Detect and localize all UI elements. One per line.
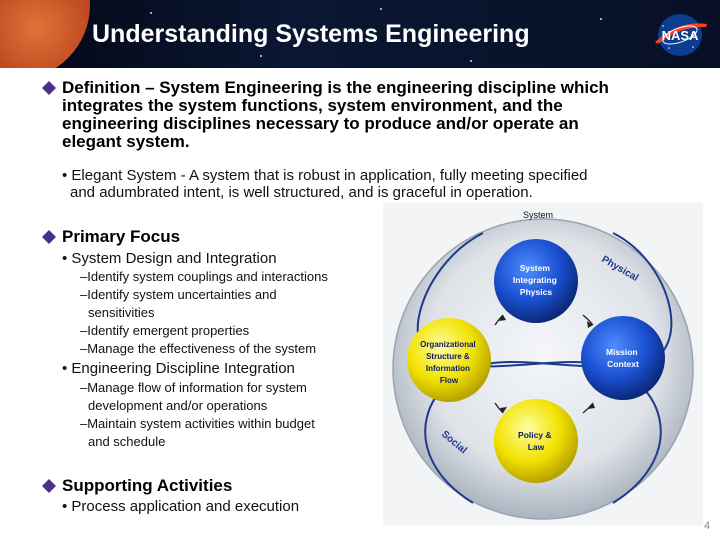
page-number: 4 — [704, 520, 711, 532]
policy-and-law-node — [494, 399, 578, 483]
definition-line: elegant system. — [62, 132, 190, 151]
slide-header: Understanding Systems Engineering NASA — [0, 0, 720, 68]
definition-line: Definition – System Engineering is the e… — [62, 78, 609, 97]
svg-text:Mission Context: Mission Context — [606, 347, 640, 369]
star — [150, 12, 152, 14]
nasa-logo: NASA — [655, 14, 707, 56]
system-integrating-physics-node — [494, 239, 578, 323]
star — [260, 55, 262, 57]
focus-subitem: –Identify emergent properties — [80, 323, 250, 338]
systems-engineering-diagram: System Physical Social System Integratin… — [383, 203, 703, 525]
focus-subitem: –Manage the effectiveness of the system — [80, 341, 317, 356]
nasa-logo-text: NASA — [662, 28, 699, 43]
node-label: Law — [528, 442, 545, 452]
star — [380, 8, 382, 10]
node-label: Mission — [606, 347, 638, 357]
elegant-system-line: • Elegant System - A system that is robu… — [62, 167, 588, 184]
node-label: Information — [426, 364, 470, 373]
diamond-bullet-icon — [42, 479, 56, 493]
focus-subitem: –Maintain system activities within budge… — [80, 416, 315, 431]
star — [600, 18, 602, 20]
star — [470, 60, 472, 62]
supporting-activities-heading: Supporting Activities — [62, 476, 233, 495]
planet-image — [0, 0, 90, 68]
focus-item: • System Design and Integration — [62, 250, 277, 267]
organizational-structure-node — [407, 318, 491, 402]
svg-text:Organizational Structure &: Organizational Structure & Information F… — [420, 340, 478, 385]
svg-text:Policy & Law: Policy & Law — [518, 430, 554, 452]
focus-subitem: –Manage flow of information for system — [80, 380, 307, 395]
definition-line: integrates the system functions, system … — [62, 96, 563, 115]
node-label: Organizational — [420, 340, 476, 349]
diamond-bullet-icon — [42, 81, 56, 95]
mission-context-node — [581, 316, 665, 400]
supporting-item: • Process application and execution — [62, 498, 300, 515]
diamond-bullet-icon — [42, 230, 56, 244]
slide-title: Understanding Systems Engineering — [92, 20, 530, 48]
system-sphere — [392, 218, 694, 520]
node-label: Integrating — [513, 275, 557, 285]
primary-focus-heading: Primary Focus — [62, 227, 181, 246]
node-label: Policy & — [518, 430, 552, 440]
focus-subitem: –Identify system uncertainties and — [80, 287, 277, 302]
node-label: Structure & — [426, 352, 470, 361]
definition-line: engineering disciplines necessary to pro… — [62, 114, 579, 133]
figure-eight-path — [416, 232, 662, 504]
svg-text:System Integrating Phy: System Integrating Physics — [513, 263, 559, 297]
node-label: Flow — [440, 376, 459, 385]
focus-subitem: sensitivities — [88, 305, 155, 320]
focus-subitem: –Identify system couplings and interacti… — [80, 269, 328, 284]
node-label: System — [520, 263, 551, 273]
figure-eight-path — [424, 232, 673, 504]
system-label: System — [523, 210, 553, 220]
node-label: Context — [607, 359, 639, 369]
node-label: Physics — [520, 287, 552, 297]
focus-subitem: and schedule — [88, 434, 166, 449]
elegant-system-line: and adumbrated intent, is well structure… — [70, 184, 533, 201]
focus-subitem: development and/or operations — [88, 398, 268, 413]
focus-item: • Engineering Discipline Integration — [62, 360, 295, 377]
